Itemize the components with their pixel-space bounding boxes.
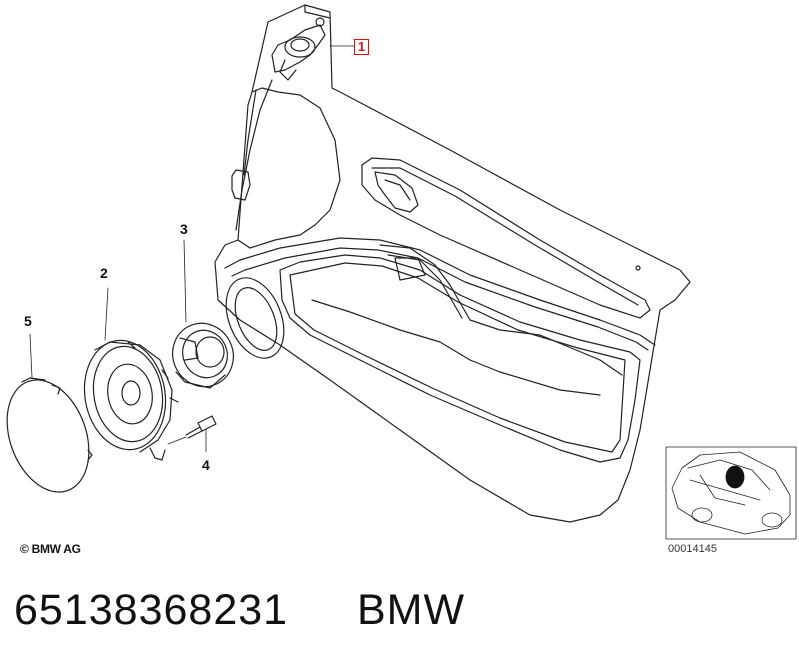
diagram-reference: 00014145 bbox=[668, 543, 717, 555]
part-number: 65138368231 bbox=[14, 586, 289, 634]
callout-2: 2 bbox=[100, 265, 108, 281]
callout-1: 1 bbox=[354, 39, 369, 55]
loudspeaker bbox=[83, 339, 179, 461]
door-trim-panel bbox=[214, 4, 691, 523]
vehicle-locator-inset bbox=[665, 446, 797, 540]
callout-5: 5 bbox=[24, 313, 32, 329]
callout-3: 3 bbox=[180, 221, 188, 237]
locator-highlight bbox=[725, 465, 745, 489]
copyright-notice: © BMW AG bbox=[20, 542, 81, 556]
mounting-screw bbox=[185, 415, 217, 439]
speaker-grille bbox=[6, 377, 93, 493]
callout-4: 4 bbox=[202, 457, 210, 473]
speaker-spacer-ring bbox=[172, 322, 234, 389]
brand-name: BMW bbox=[357, 586, 466, 634]
callout-leader-lines bbox=[29, 45, 355, 453]
